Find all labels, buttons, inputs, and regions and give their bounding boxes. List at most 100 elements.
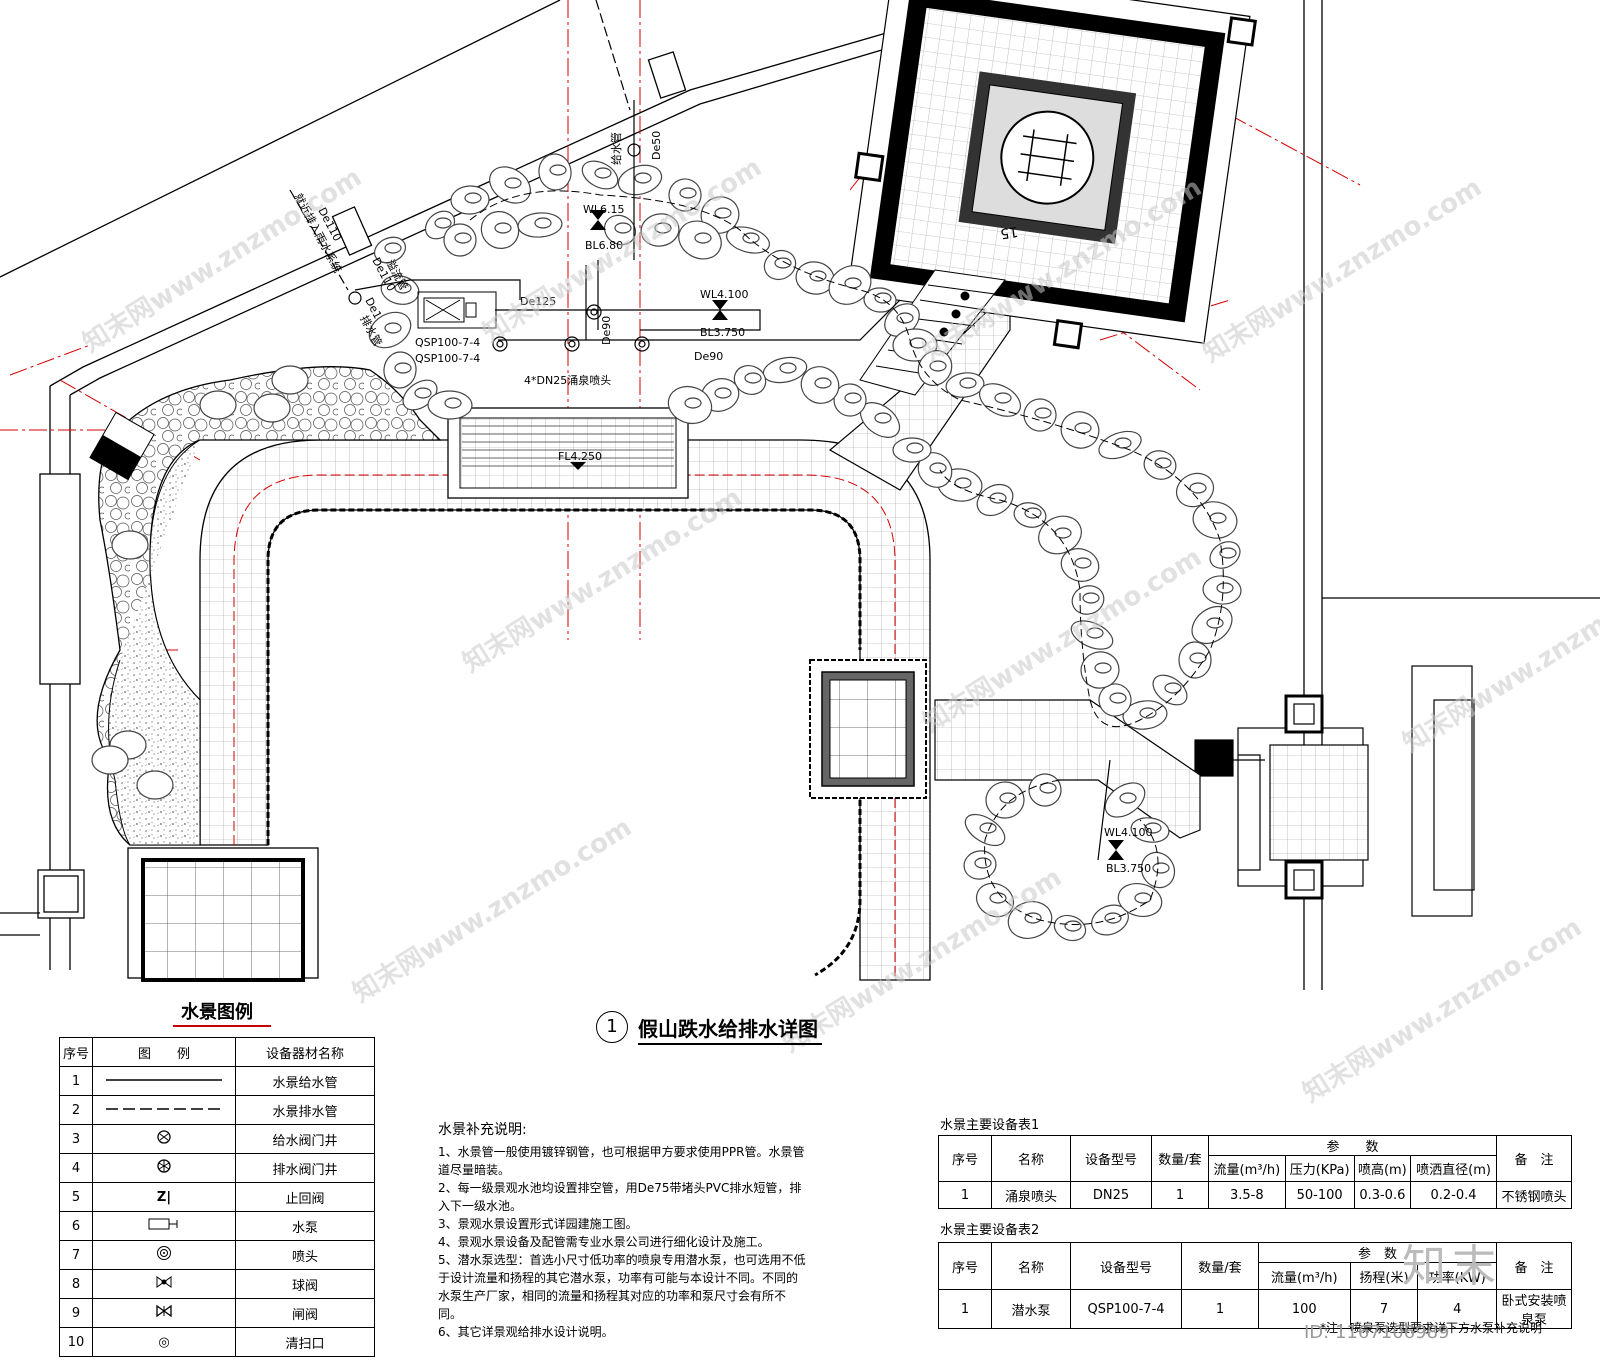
rock-stone-detail bbox=[959, 377, 977, 389]
legend-item-name: 排水阀门井 bbox=[235, 1153, 375, 1183]
eq1-h-remark: 备 注 bbox=[1496, 1135, 1572, 1182]
rock-stone-detail bbox=[774, 257, 792, 269]
rock-stone bbox=[1143, 450, 1177, 480]
rock-stone-detail bbox=[1024, 912, 1042, 924]
rock-stone-detail bbox=[384, 322, 402, 334]
label-wl1: WL6.15 bbox=[583, 203, 625, 216]
rock-stone bbox=[1122, 700, 1168, 730]
drawing-number: 1 bbox=[596, 1011, 628, 1043]
rock-stone bbox=[1060, 548, 1100, 582]
rock-stone bbox=[892, 437, 932, 463]
rock-stone-detail bbox=[896, 312, 914, 324]
label-bl2: BL3.750 bbox=[700, 326, 745, 339]
boulder bbox=[111, 530, 149, 560]
label-de125: De125 bbox=[520, 295, 556, 308]
watermark-id: ID: 1167106989 bbox=[1304, 1322, 1450, 1343]
rock-stone-detail bbox=[744, 372, 762, 384]
label-de50: De50 bbox=[650, 131, 663, 160]
note-item: 6、其它详景观给排水设计说明。 bbox=[438, 1325, 614, 1339]
eq2-power: 4 bbox=[1417, 1289, 1497, 1329]
rock-stone-detail bbox=[1154, 457, 1172, 469]
rock-stone-detail bbox=[504, 177, 522, 189]
rock-stone-detail bbox=[634, 172, 652, 184]
rock-stone-detail bbox=[654, 222, 672, 234]
legend-item-name: 水景给水管 bbox=[235, 1066, 375, 1096]
legend-row: 6 水泵 bbox=[59, 1211, 375, 1241]
eq2-head: 7 bbox=[1349, 1289, 1419, 1329]
pavilion bbox=[846, 0, 1258, 350]
eq1-h-params: 参 数 bbox=[1208, 1135, 1497, 1156]
legend-title-underline bbox=[173, 1025, 271, 1027]
rock-stone bbox=[833, 383, 867, 417]
eq1-height: 0.3-0.6 bbox=[1353, 1181, 1412, 1209]
rock-stone-detail bbox=[384, 242, 402, 254]
legend-title: 水景图例 bbox=[181, 1002, 253, 1023]
rock-stone bbox=[1060, 411, 1100, 449]
rock-stone-detail bbox=[1189, 652, 1207, 664]
eq1-remark: 不锈钢喷头 bbox=[1496, 1181, 1572, 1209]
rock-stone bbox=[985, 781, 1025, 819]
eq1-model: DN25 bbox=[1070, 1181, 1152, 1209]
legend-no: 6 bbox=[59, 1211, 93, 1241]
rock-stone-detail bbox=[1164, 682, 1182, 694]
rock-stone bbox=[383, 351, 417, 389]
rock-stone-detail bbox=[979, 822, 997, 834]
equipment-footnote: *注：喷泉泵选型要求详下方水泵补充说明 bbox=[1320, 1321, 1543, 1335]
rock-stone-detail bbox=[414, 387, 432, 399]
eq1-h-diameter: 喷洒直径(m) bbox=[1410, 1155, 1497, 1182]
rock-stone bbox=[1053, 914, 1087, 942]
eq1-qty: 1 bbox=[1151, 1181, 1209, 1209]
rock-stone-detail bbox=[1074, 557, 1092, 569]
legend-row: 8 球阀 bbox=[59, 1269, 375, 1299]
rock-stone-detail bbox=[394, 282, 412, 294]
rock-stone-detail bbox=[1024, 507, 1042, 519]
rock-stone bbox=[678, 220, 722, 260]
eq1-h-no: 序号 bbox=[938, 1135, 992, 1182]
legend-row: 1 水景给水管 bbox=[59, 1066, 375, 1096]
rock-stone bbox=[1209, 541, 1241, 569]
eq1-h-pressure: 压力(KPa) bbox=[1284, 1155, 1355, 1182]
rock-stone-detail bbox=[394, 362, 412, 374]
eq1-flow: 3.5-8 bbox=[1208, 1181, 1286, 1209]
rock-stone bbox=[1028, 773, 1062, 807]
legend-no: 3 bbox=[59, 1124, 93, 1154]
rock-stone-detail bbox=[1082, 592, 1100, 604]
boulder bbox=[91, 745, 129, 775]
rock-stone bbox=[964, 813, 1006, 847]
equipment-table-1: 序号 名称 设备型号 数量/套 参 数 备 注 流量(m³/h) 压力(KPa)… bbox=[938, 1135, 1572, 1209]
rock-stone bbox=[945, 372, 985, 398]
rock-stone bbox=[1098, 430, 1142, 460]
rock-stone bbox=[538, 153, 572, 191]
legend-row: 10 ◎ 清扫口 bbox=[59, 1327, 375, 1357]
rock-stone bbox=[517, 212, 563, 238]
ball-valve-icon bbox=[92, 1269, 236, 1299]
eq2-qty: 1 bbox=[1181, 1289, 1259, 1329]
rock-stone-detail bbox=[444, 397, 462, 409]
eq1-h-height: 喷高(m) bbox=[1353, 1155, 1412, 1182]
rock-stone bbox=[1130, 817, 1170, 843]
label-bl1: BL6.80 bbox=[585, 239, 623, 252]
solid-line-icon bbox=[92, 1066, 236, 1096]
rock-stone-detail bbox=[1104, 912, 1122, 924]
gate-valve-icon bbox=[92, 1298, 236, 1328]
rock-stone-detail bbox=[1144, 822, 1162, 834]
eq2-h-head: 扬程(米) bbox=[1349, 1262, 1419, 1290]
rock-stone-detail bbox=[694, 232, 712, 244]
rock-stone bbox=[1117, 882, 1163, 918]
rock-stone bbox=[640, 213, 680, 247]
rock-stone-detail bbox=[906, 442, 924, 454]
legend-item-name: 水泵 bbox=[235, 1211, 375, 1241]
label-de90-b: De90 bbox=[694, 350, 723, 363]
check-valve-icon: Z| bbox=[92, 1182, 236, 1212]
rock-stone-detail bbox=[844, 392, 862, 404]
boulder bbox=[136, 770, 174, 800]
eq1-h-name: 名称 bbox=[991, 1135, 1071, 1182]
rock-stone-detail bbox=[594, 167, 612, 179]
rock-stone-detail bbox=[1189, 482, 1207, 494]
rock-stone-detail bbox=[679, 187, 697, 199]
stairs bbox=[859, 269, 1006, 396]
rock-stone-detail bbox=[742, 232, 760, 244]
rock-stone-detail bbox=[534, 217, 552, 229]
rock-stone bbox=[733, 365, 767, 395]
supply-valve-well-icon bbox=[92, 1124, 236, 1154]
